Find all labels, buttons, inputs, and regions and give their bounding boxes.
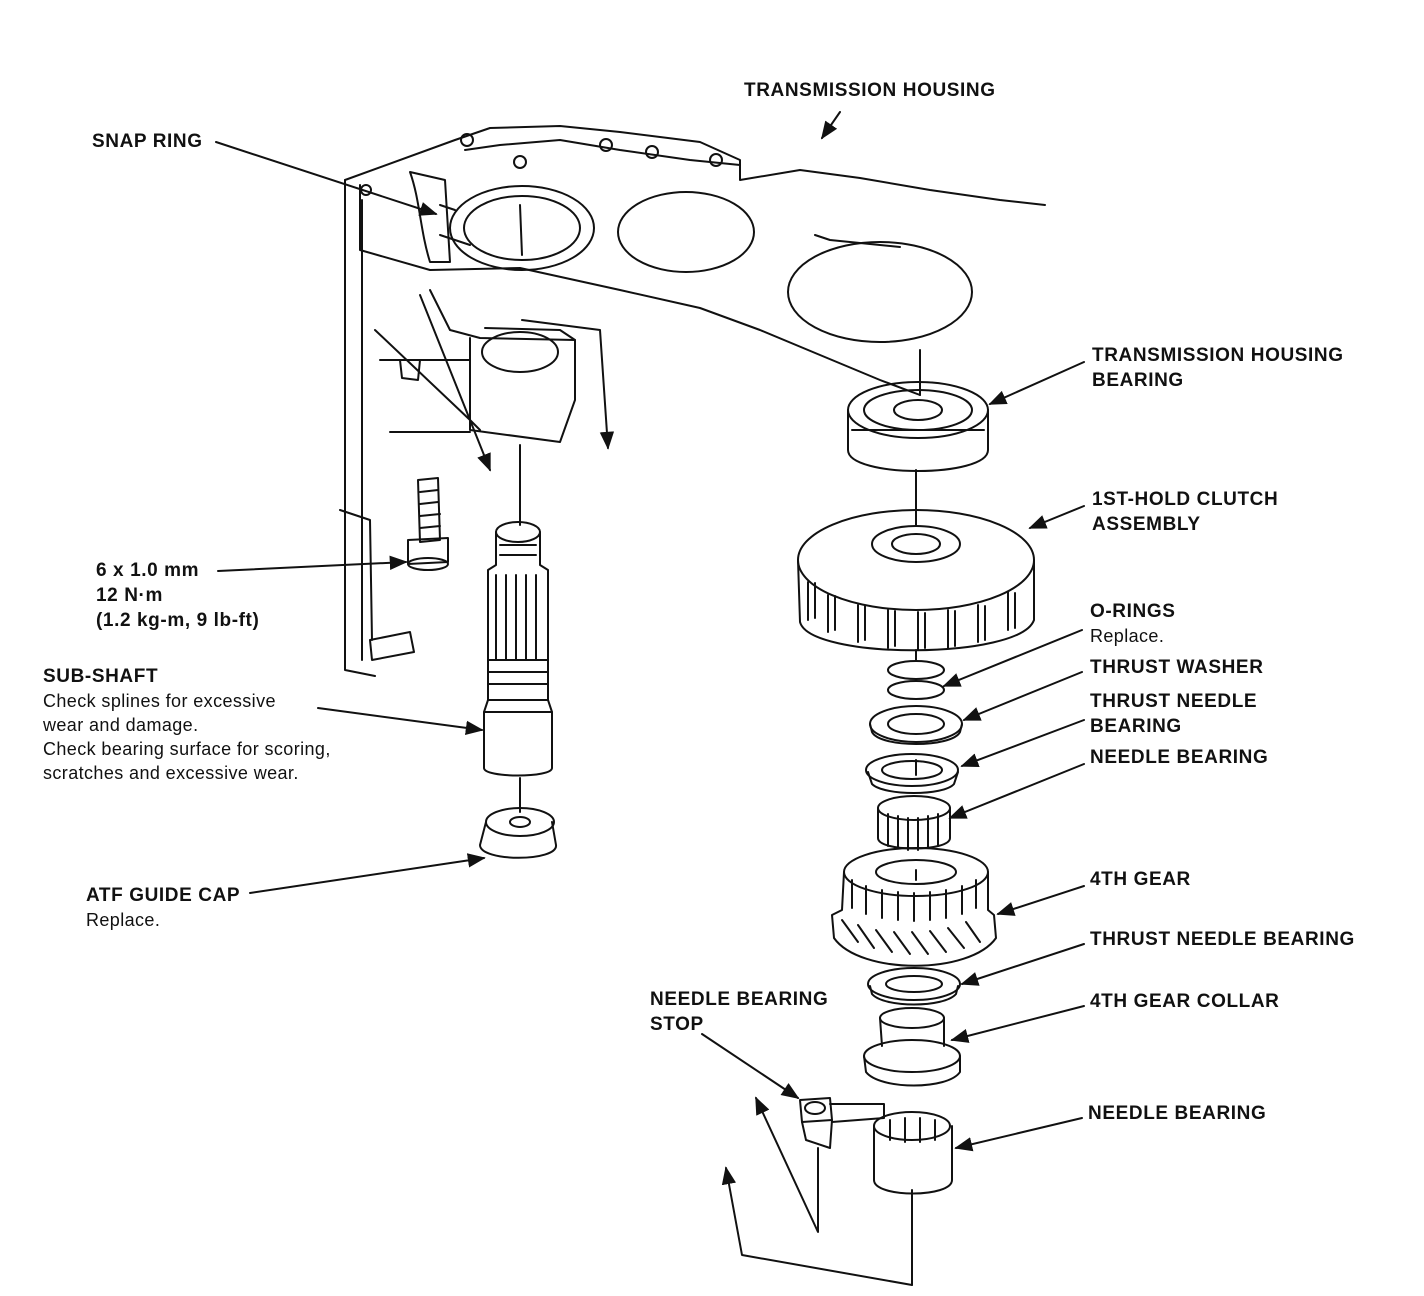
label-housing-bearing-line2: BEARING	[1092, 370, 1184, 391]
label-hold-clutch-line2: ASSEMBLY	[1092, 514, 1201, 535]
label-fourth-gear-text: 4TH GEAR	[1090, 869, 1191, 890]
label-needle-bearing-stop-line1: NEEDLE BEARING	[650, 989, 829, 1010]
label-thrust-needle-bearing-upper: THRUST NEEDLE BEARING	[1090, 689, 1257, 739]
label-hold-clutch-line1: 1ST-HOLD CLUTCH	[1092, 489, 1279, 510]
thrust-needle-bearing-upper	[865, 753, 959, 794]
housing-bearing	[847, 381, 989, 472]
label-o-rings: O-RINGS Replace.	[1090, 599, 1175, 648]
label-needle-bearing-stop: NEEDLE BEARING STOP	[650, 987, 828, 1037]
label-fourth-gear-collar-text: 4TH GEAR COLLAR	[1090, 991, 1280, 1012]
label-atf-guide-cap-title: ATF GUIDE CAP	[86, 885, 241, 906]
label-housing-bearing: TRANSMISSION HOUSING BEARING	[1092, 343, 1344, 393]
label-thrust-needle-bearing-upper-line1: THRUST NEEDLE	[1090, 691, 1258, 712]
label-atf-guide-cap-note: Replace.	[86, 910, 161, 930]
needle-bearing-upper	[877, 795, 951, 851]
fourth-gear-collar	[863, 1007, 961, 1087]
label-needle-bearing-lower: NEEDLE BEARING	[1088, 1101, 1266, 1126]
label-o-rings-note: Replace.	[1090, 626, 1165, 646]
label-sub-shaft-note4: scratches and excessive wear.	[43, 763, 299, 783]
sub-shaft	[483, 444, 553, 813]
label-sub-shaft-note1: Check splines for excessive	[43, 691, 276, 711]
label-bolt-torque: 12 N·m	[96, 585, 163, 606]
label-transmission-housing-text: TRANSMISSION HOUSING	[744, 80, 996, 101]
label-thrust-needle-bearing-lower: THRUST NEEDLE BEARING	[1090, 927, 1355, 952]
label-fourth-gear-collar: 4TH GEAR COLLAR	[1090, 989, 1280, 1014]
leader-lines	[215, 111, 1085, 1152]
fourth-gear	[831, 847, 997, 967]
label-needle-bearing-upper-text: NEEDLE BEARING	[1090, 747, 1269, 768]
label-atf-guide-cap: ATF GUIDE CAP Replace.	[86, 883, 240, 932]
install-arrow-left	[721, 1166, 913, 1286]
label-needle-bearing-upper: NEEDLE BEARING	[1090, 745, 1268, 770]
thrust-washer	[869, 705, 963, 745]
thrust-needle-bearing-lower	[867, 967, 961, 1006]
label-sub-shaft-note2: wear and damage.	[43, 715, 199, 735]
label-transmission-housing: TRANSMISSION HOUSING	[744, 78, 996, 103]
atf-guide-cap	[479, 807, 557, 859]
label-needle-bearing-stop-line2: STOP	[650, 1014, 704, 1035]
flange-bolt	[407, 477, 449, 571]
o-rings	[887, 660, 945, 700]
label-snap-ring: SNAP RING	[92, 129, 203, 154]
label-o-rings-title: O-RINGS	[1090, 601, 1176, 622]
label-sub-shaft-title: SUB-SHAFT	[43, 666, 159, 687]
label-bolt-spec: 6 x 1.0 mm 12 N·m (1.2 kg-m, 9 lb-ft)	[96, 558, 259, 633]
needle-bearing-lower	[873, 1111, 953, 1195]
label-fourth-gear: 4TH GEAR	[1090, 867, 1191, 892]
label-hold-clutch: 1ST-HOLD CLUTCH ASSEMBLY	[1092, 487, 1278, 537]
label-thrust-needle-bearing-upper-line2: BEARING	[1090, 716, 1182, 737]
label-sub-shaft-note3: Check bearing surface for scoring,	[43, 739, 331, 759]
label-bolt-torque-alt: (1.2 kg-m, 9 lb-ft)	[96, 610, 260, 631]
label-bolt-size: 6 x 1.0 mm	[96, 560, 200, 581]
install-arrow-stop	[755, 1096, 819, 1233]
hold-clutch-assembly	[797, 509, 1035, 652]
label-thrust-washer-text: THRUST WASHER	[1090, 657, 1264, 678]
label-sub-shaft: SUB-SHAFT Check splines for excessive we…	[43, 664, 331, 785]
needle-bearing-stop	[799, 1097, 885, 1149]
label-thrust-washer: THRUST WASHER	[1090, 655, 1264, 680]
label-thrust-needle-bearing-lower-text: THRUST NEEDLE BEARING	[1090, 929, 1355, 950]
label-snap-ring-text: SNAP RING	[92, 131, 203, 152]
label-needle-bearing-lower-text: NEEDLE BEARING	[1088, 1103, 1267, 1124]
label-housing-bearing-line1: TRANSMISSION HOUSING	[1092, 345, 1344, 366]
transmission-housing	[339, 125, 1046, 677]
